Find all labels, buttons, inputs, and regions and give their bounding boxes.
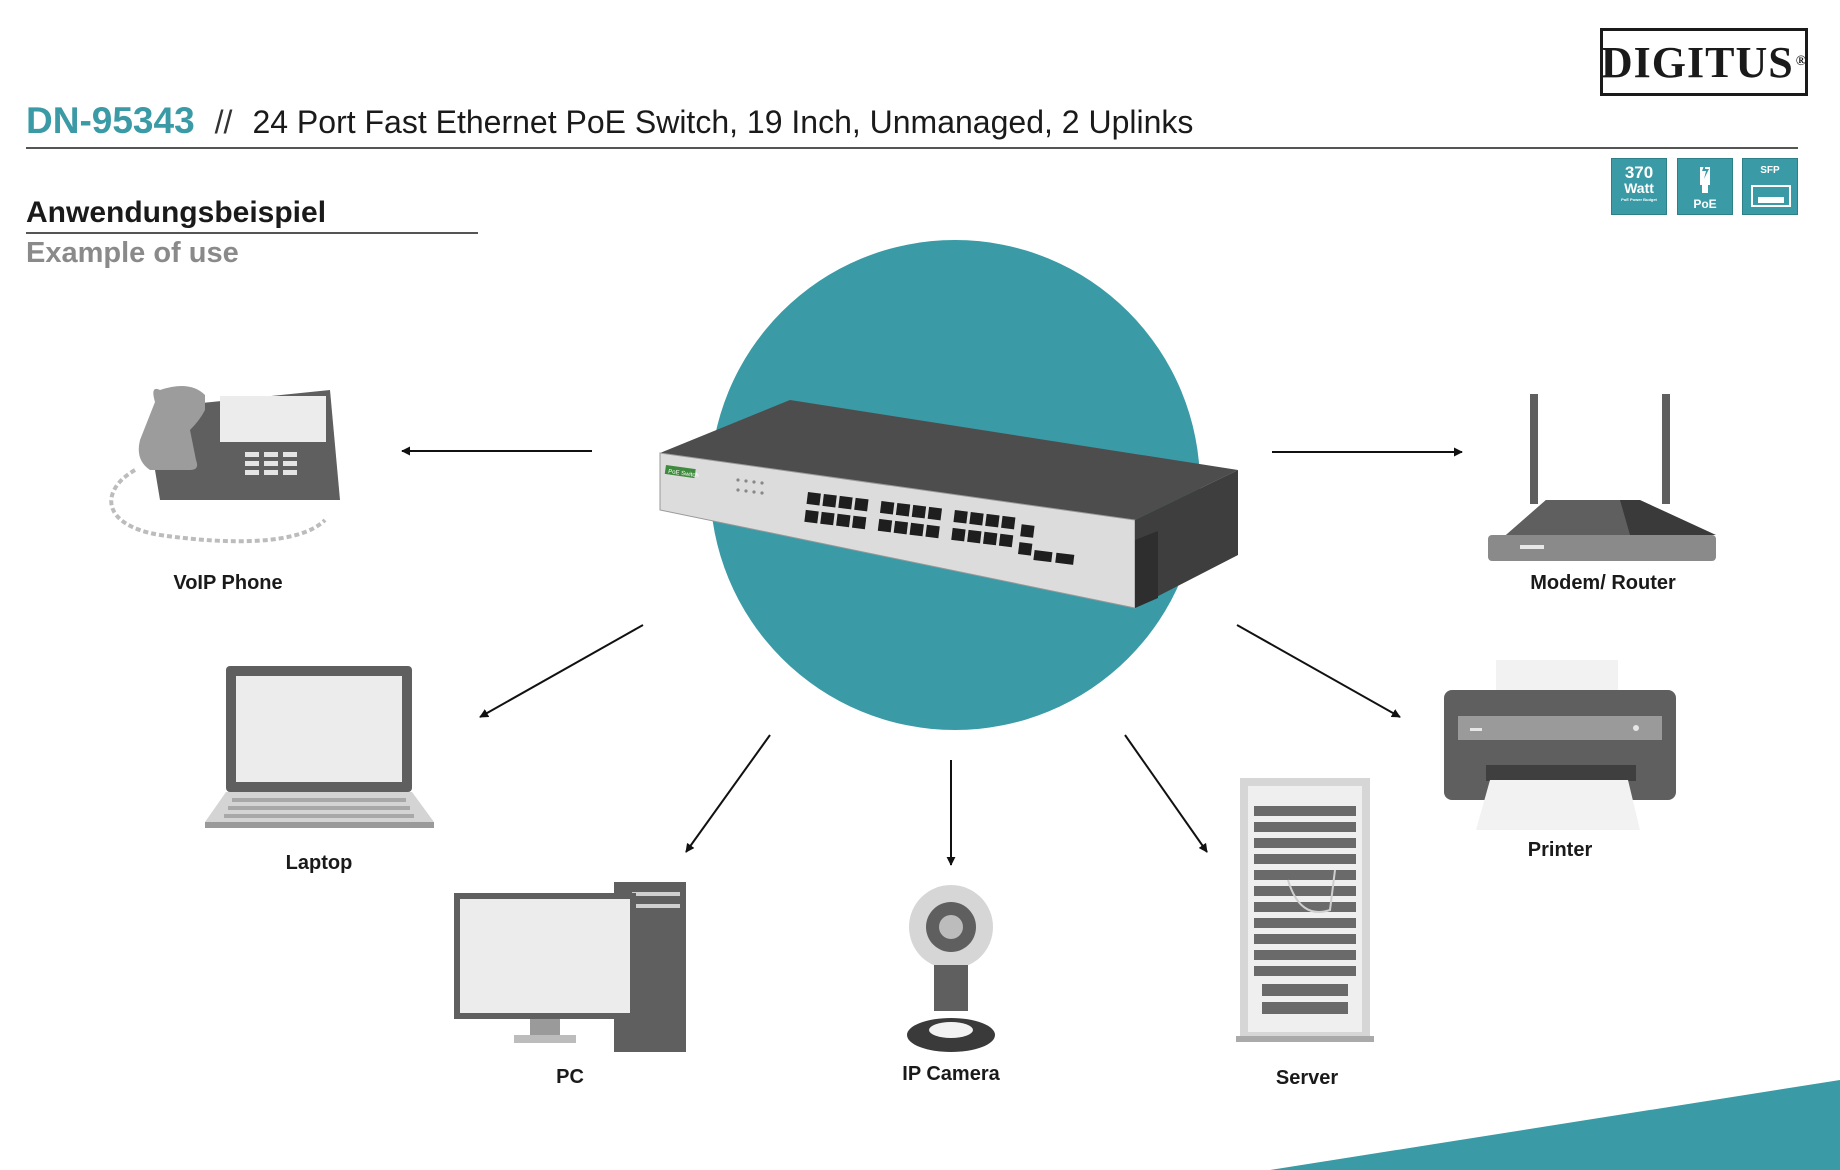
label-printer: Printer [1527,839,1593,861]
ip-camera-icon [907,885,995,1052]
brand-mark: ® [1795,54,1808,69]
product-header: DN-95343 // 24 Port Fast Ethernet PoE Swit… [26,100,1193,142]
label-pc: PC [556,1066,584,1088]
laptop-icon [205,666,434,828]
poe-switch: PoE Switch [659,400,1238,609]
corner-accent [1270,1080,1840,1170]
label-laptop: Laptop [285,852,353,874]
sfp-badge: SFP [1742,158,1798,215]
label-ip-camera: IP Camera [902,1063,1000,1085]
connection-arrows [401,446,1463,866]
poe-badge: PoE [1677,158,1733,215]
sfp-port-icon [1751,185,1791,207]
router-icon [1488,394,1716,561]
voip-phone-icon [109,386,340,544]
section-title-de: Anwendungsbeispiel [26,196,327,229]
digitus-logo: DIGITUS® [1600,28,1808,96]
section-title-en: Example of use [26,237,239,269]
product-code: DN-95343 [26,100,195,141]
product-title: 24 Port Fast Ethernet PoE Switch, 19 Inc… [252,104,1194,140]
section-divider [26,232,478,234]
badge-watt-value: 370 [1624,163,1654,182]
badge-sfp-label: SFP [1760,165,1780,176]
switch-front-label: PoE Switch [668,469,699,479]
label-modem-router: Modem/ Router [1530,572,1676,594]
printer-icon [1444,660,1676,830]
badge-watt-caption: PoE Power Budget [1621,197,1657,202]
title-separator: // [214,104,233,140]
poe-plug-icon [1700,163,1710,193]
header-divider [26,147,1798,149]
label-voip-phone: VoIP Phone [173,572,283,594]
brand-name: DIGITUS [1600,37,1794,87]
badge-watt-unit: Watt [1624,180,1654,196]
label-server: Server [1275,1067,1339,1089]
server-icon [1236,778,1374,1042]
poe-budget-badge: 370 Watt PoE Power Budget [1611,158,1667,215]
badge-poe-label: PoE [1693,197,1717,211]
pc-icon [454,882,686,1052]
